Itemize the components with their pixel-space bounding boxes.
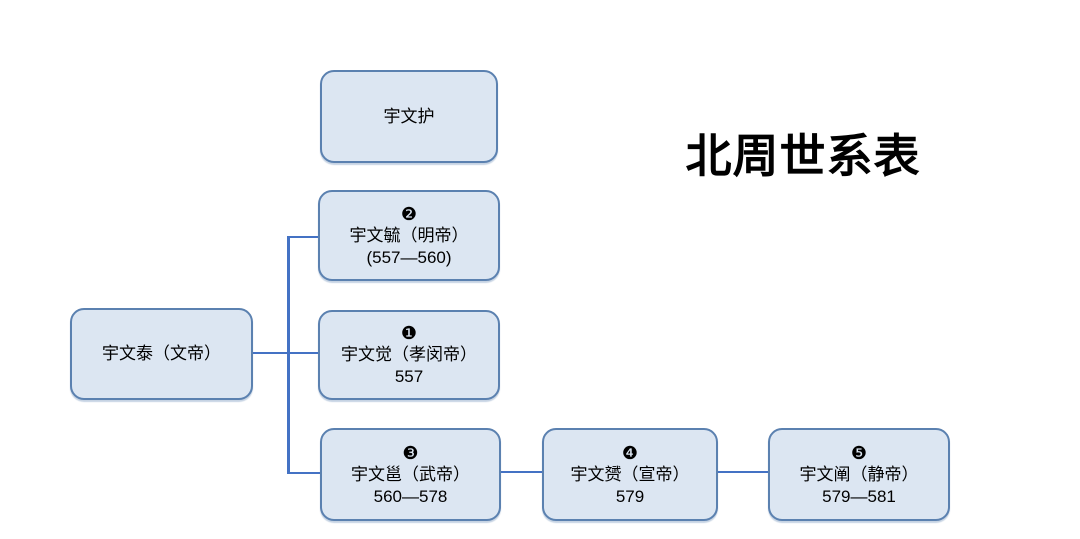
- connector-branch-to-wudi: [287, 472, 320, 474]
- node-reign-dates: (557—560): [366, 247, 452, 267]
- connector-branch-to-mingdi: [287, 236, 318, 238]
- node-yuwenchan-jingdi: ❺ 宇文阐（静帝） 579—581: [768, 428, 950, 521]
- node-reign-dates: 579: [615, 486, 645, 506]
- node-name: 宇文邕（武帝）: [351, 464, 470, 484]
- node-yuwenyong-wudi: ❸ 宇文邕（武帝） 560—578: [320, 428, 501, 521]
- node-yuwentai-wendi: 宇文泰（文帝）: [70, 308, 253, 400]
- node-reign-dates: 557: [394, 367, 424, 386]
- sequence-badge: ❶: [400, 323, 418, 343]
- node-name: 宇文阐（静帝）: [799, 464, 919, 484]
- node-reign-dates: 560—578: [373, 486, 448, 506]
- diagram-title: 北周世系表: [685, 131, 921, 182]
- node-name: 宇文觉（孝闵帝）: [341, 345, 477, 364]
- sequence-badge: ❹: [621, 442, 639, 463]
- connector-yuwentai-to-children: [253, 352, 318, 354]
- sequence-badge: ❸: [402, 442, 419, 463]
- connector-wudi-to-xuandi: [501, 471, 542, 473]
- node-name: 宇文泰（文帝）: [102, 344, 221, 363]
- node-yuwenjue-xiaomindi: ❶ 宇文觉（孝闵帝） 557: [318, 310, 500, 400]
- node-name: 宇文毓（明帝）: [349, 225, 469, 245]
- node-reign-dates: 579—581: [822, 486, 896, 506]
- sequence-badge: ❺: [850, 442, 868, 463]
- node-yuwenyu-mingdi: ❷ 宇文毓（明帝） (557—560): [318, 190, 500, 281]
- connector-xuandi-to-jingdi: [718, 471, 768, 473]
- node-name: 宇文护: [383, 106, 435, 126]
- node-yuwenhu: 宇文护: [320, 70, 498, 163]
- node-name: 宇文赟（宣帝）: [570, 464, 690, 484]
- sequence-badge: ❷: [400, 203, 418, 224]
- node-yuwenyun-xuandi: ❹ 宇文赟（宣帝） 579: [542, 428, 718, 521]
- connector-trunk-vertical: [287, 236, 290, 474]
